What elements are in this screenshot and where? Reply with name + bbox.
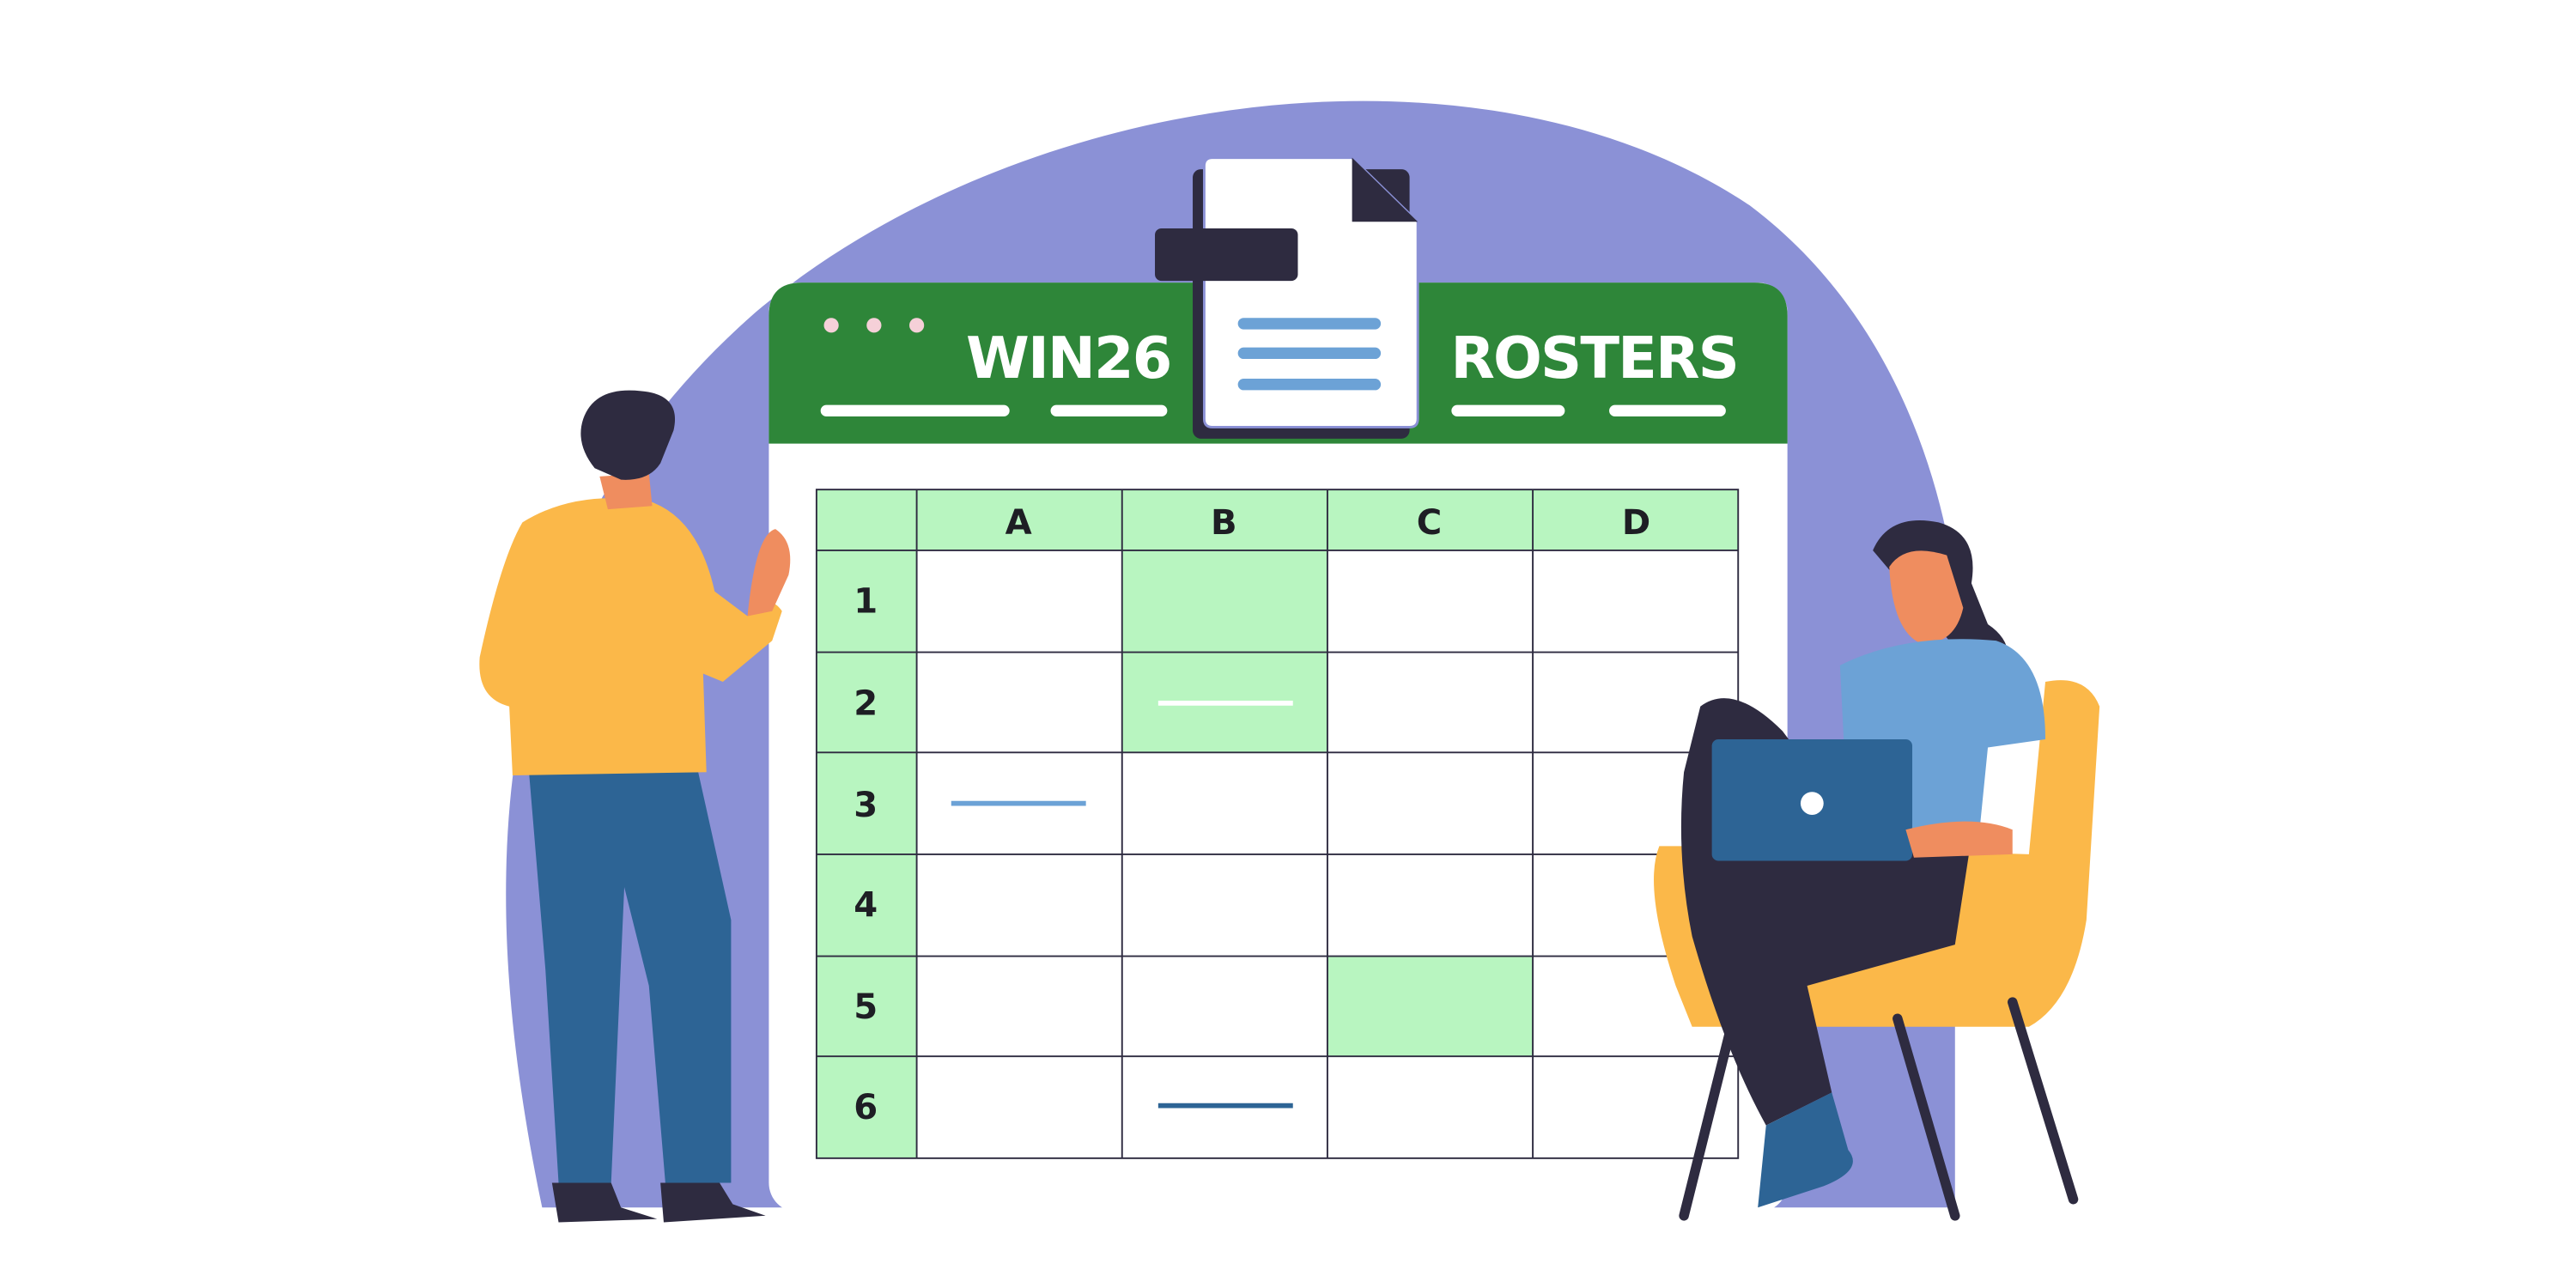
spreadsheet-window: WIN26 ROSTERS bbox=[769, 156, 1788, 1212]
highlighted-cell-C5 bbox=[1327, 956, 1534, 1057]
row-header-3: 3 bbox=[854, 786, 878, 825]
row-header-1: 1 bbox=[854, 582, 878, 622]
row-header-2: 2 bbox=[854, 683, 878, 723]
window-dot-icon bbox=[908, 318, 925, 333]
highlighted-cell-B1 bbox=[1121, 550, 1327, 653]
row-header-5: 5 bbox=[854, 987, 878, 1027]
man-figure bbox=[479, 390, 791, 1223]
window-dot-icon bbox=[823, 318, 839, 333]
column-header-c: C bbox=[1417, 503, 1442, 543]
woman-figure bbox=[1654, 520, 2100, 1221]
window-dot-icon bbox=[866, 318, 882, 333]
title-left: WIN26 bbox=[966, 325, 1170, 392]
column-header-a: A bbox=[1005, 503, 1032, 543]
row-header-4: 4 bbox=[854, 886, 878, 926]
row-header-6: 6 bbox=[854, 1088, 878, 1127]
column-header-b: B bbox=[1211, 503, 1237, 543]
document-icon bbox=[1155, 156, 1419, 439]
title-right: ROSTERS bbox=[1450, 325, 1737, 392]
spreadsheet-grid: A B C D 1 2 3 4 5 6 bbox=[815, 489, 1740, 1159]
column-header-d: D bbox=[1622, 503, 1650, 543]
